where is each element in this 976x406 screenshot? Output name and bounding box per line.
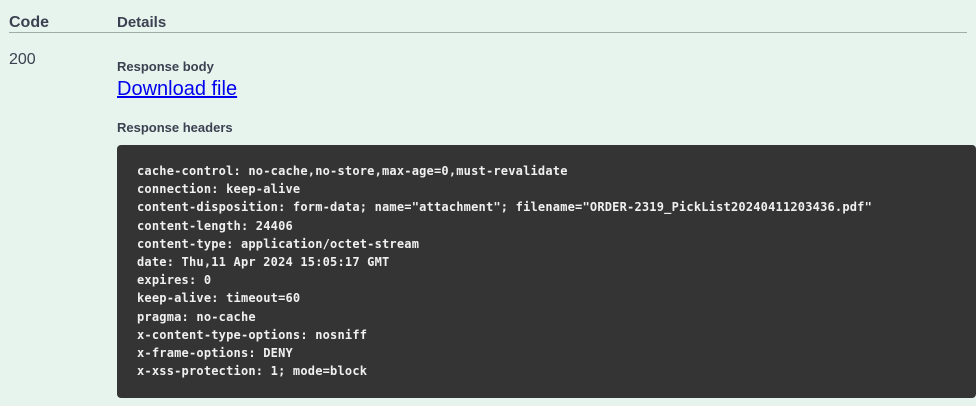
- header-line: pragma: no-cache: [137, 309, 256, 324]
- column-header-code: Code: [9, 14, 49, 31]
- column-header-details: Details: [117, 14, 167, 31]
- download-file-link[interactable]: Download file: [117, 78, 238, 100]
- response-headers-code-block: cache-control: no-cache,no-store,max-age…: [117, 145, 976, 399]
- header-line: date: Thu,11 Apr 2024 15:05:17 GMT: [137, 255, 390, 270]
- response-headers-text: cache-control: no-cache,no-store,max-age…: [137, 162, 956, 380]
- header-line: content-length: 24406: [137, 218, 293, 233]
- header-line: cache-control: no-cache,no-store,max-age…: [137, 164, 568, 178]
- responses-table-header: Code Details: [9, 0, 967, 33]
- header-line: connection: keep-alive: [137, 182, 301, 197]
- header-line: content-type: application/octet-stream: [137, 236, 420, 251]
- header-line: content-disposition: form-data; name="at…: [137, 200, 873, 215]
- header-line: keep-alive: timeout=60: [137, 291, 301, 306]
- response-row: 200 Response body Download file Response…: [9, 33, 976, 399]
- header-line: x-frame-options: DENY: [137, 346, 293, 361]
- header-line: x-xss-protection: 1; mode=block: [137, 364, 368, 379]
- response-headers-label: Response headers: [117, 120, 233, 135]
- response-status-code: 200: [9, 51, 36, 68]
- response-details: Response body Download file Response hea…: [117, 50, 976, 399]
- header-line: expires: 0: [137, 273, 212, 288]
- header-line: x-content-type-options: nosniff: [137, 327, 368, 342]
- response-body-label: Response body: [117, 59, 214, 74]
